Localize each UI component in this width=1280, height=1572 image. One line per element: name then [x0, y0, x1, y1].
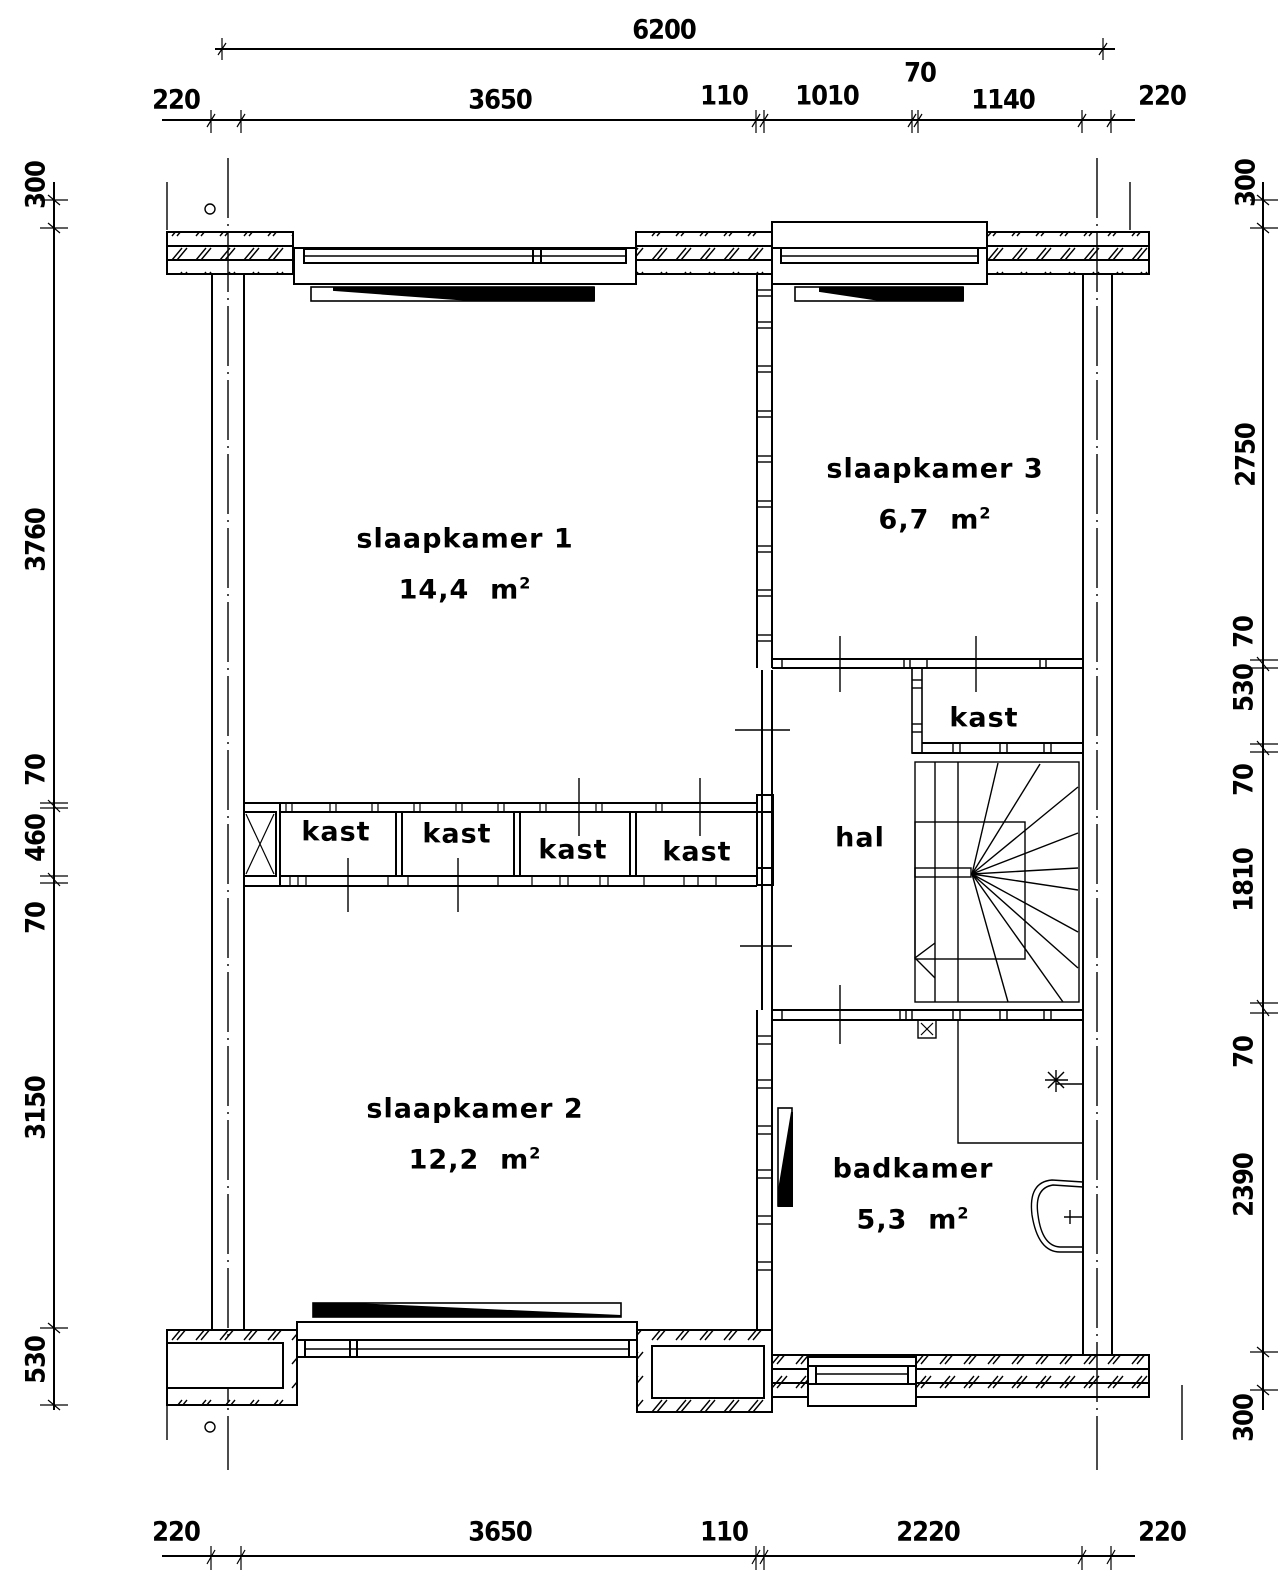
room-label-slaapkamer-1: slaapkamer 1 14,4 m2 — [356, 518, 573, 613]
wall-top — [166, 221, 1150, 285]
room-name: badkamer — [832, 1153, 994, 1185]
dimension-top: 110 — [700, 80, 749, 112]
dimension-total-width: 6200 — [632, 14, 697, 46]
dimension-left: 70 — [20, 754, 52, 786]
wall-bottom — [166, 1321, 1150, 1413]
dimension-left: 70 — [20, 902, 52, 934]
dimension-top: 3650 — [468, 84, 533, 116]
closet-label: kast — [662, 836, 732, 868]
dimension-lines — [40, 38, 1278, 1570]
partition-hal-badkamer — [772, 985, 1083, 1044]
dimension-right: 2750 — [1230, 423, 1262, 487]
dimension-left: 460 — [20, 814, 52, 862]
dimension-bottom: 110 — [700, 1516, 749, 1548]
room-name: slaapkamer 1 — [356, 523, 574, 555]
dimension-right: 300 — [1230, 159, 1262, 207]
closet-label: kast — [422, 818, 492, 850]
dimension-top: 1010 — [795, 80, 860, 112]
closet-label: kast — [301, 816, 371, 848]
room-area: 14,4 m2 — [398, 573, 532, 606]
room-label-badkamer: badkamer 5,3 m2 — [833, 1148, 994, 1243]
dimension-top: 220 — [1138, 80, 1187, 112]
dimension-left: 3760 — [20, 508, 52, 572]
dimension-right: 70 — [1228, 764, 1260, 796]
dimension-bottom: 220 — [1138, 1516, 1187, 1548]
dimension-bottom: 3650 — [468, 1516, 533, 1548]
dimension-left: 530 — [20, 1336, 52, 1384]
dimension-bottom: 220 — [152, 1516, 201, 1548]
wall-right — [1082, 274, 1113, 1355]
partition-wall-center — [735, 274, 792, 1330]
dimension-top: 1140 — [971, 84, 1036, 116]
room-label-slaapkamer-3: slaapkamer 3 6,7 m2 — [826, 448, 1043, 543]
staircase — [913, 761, 1080, 1003]
partition-slaapkamer3-hal — [772, 636, 1083, 692]
shower — [957, 1020, 1083, 1144]
dimension-top: 220 — [152, 84, 201, 116]
dimension-right: 70 — [1228, 616, 1260, 648]
axis-lines — [227, 158, 1098, 1470]
room-label-slaapkamer-2: slaapkamer 2 12,2 m2 — [366, 1088, 583, 1183]
dimension-right: 1810 — [1228, 848, 1260, 912]
dimension-left: 300 — [20, 161, 52, 209]
closet-row — [243, 778, 757, 912]
dimension-right: 70 — [1228, 1036, 1260, 1068]
dimension-bottom: 2220 — [896, 1516, 961, 1548]
room-label-hal: hal — [835, 822, 885, 854]
closet-label: kast — [538, 834, 608, 866]
dimension-right: 2390 — [1228, 1153, 1260, 1217]
dimension-right: 530 — [1228, 664, 1260, 712]
dimension-right: 300 — [1228, 1394, 1260, 1442]
dimension-top: 70 — [904, 57, 937, 89]
room-area: 6,7 m2 — [878, 503, 992, 536]
dimension-left: 3150 — [20, 1076, 52, 1140]
room-name: slaapkamer 2 — [366, 1093, 584, 1125]
room-area: 12,2 m2 — [408, 1143, 542, 1176]
washbasin — [1030, 1179, 1084, 1253]
room-name: slaapkamer 3 — [826, 453, 1044, 485]
closet-label: kast — [949, 702, 1019, 734]
room-area: 5,3 m2 — [856, 1203, 970, 1236]
